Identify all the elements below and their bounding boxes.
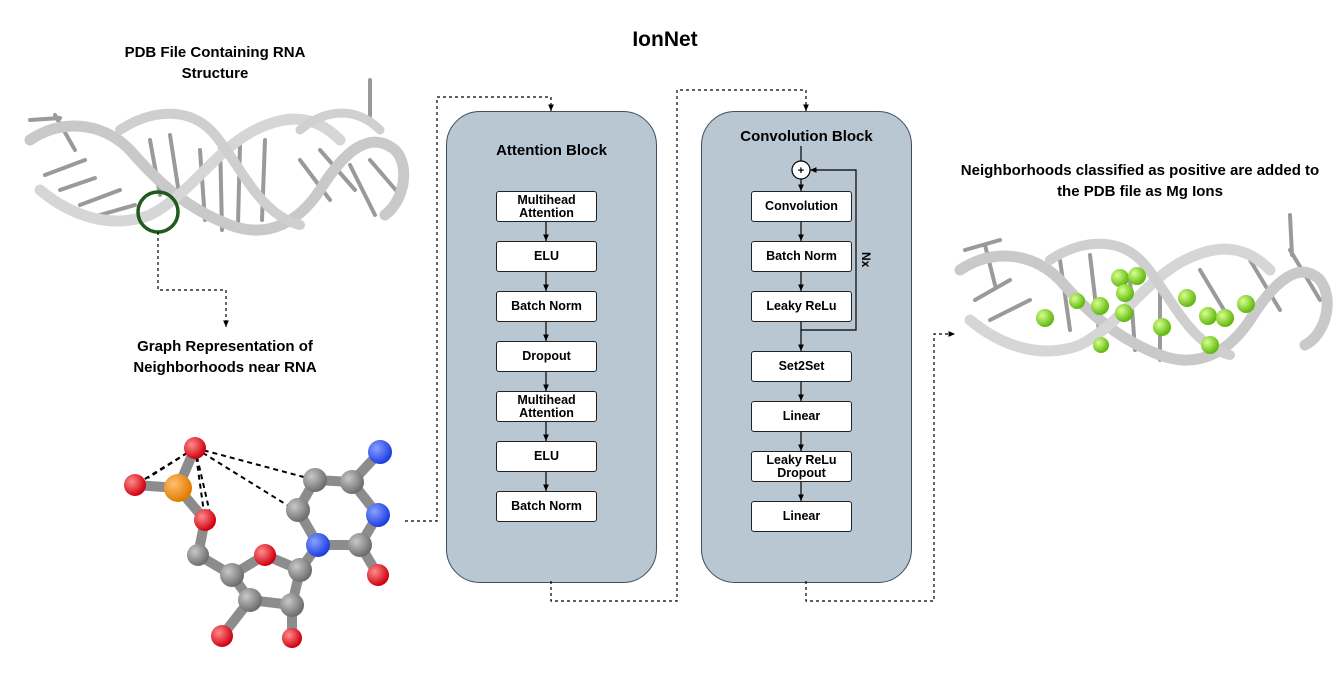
residual-loop <box>801 167 857 331</box>
conv-layer-leakyrelu: Leaky ReLu <box>751 291 852 322</box>
attention-block-title: Attention Block <box>496 142 607 159</box>
mg-ions <box>1036 267 1255 354</box>
attention-layer-multihead-1: Multihead Attention <box>496 191 597 222</box>
residual-add-symbol: + <box>798 165 804 177</box>
conv-layer-linear-1: Linear <box>751 401 852 432</box>
convolution-block-title: Convolution Block <box>740 128 873 145</box>
attention-layer-batchnorm-1: Batch Norm <box>496 291 597 322</box>
diagram-title: IonNet <box>632 28 698 51</box>
repeat-label: Nx <box>859 252 873 268</box>
conv-layer-convolution: Convolution <box>751 191 852 222</box>
residual-add-node <box>791 160 811 180</box>
conv-layer-set2set: Set2Set <box>751 351 852 382</box>
attention-layer-elu-2: ELU <box>496 441 597 472</box>
attention-layer-multihead-2: Multihead Attention <box>496 391 597 422</box>
molecule-graph <box>124 437 392 648</box>
flow-connectors <box>157 89 955 602</box>
rna-structure-output <box>954 213 1333 366</box>
attention-layer-elu-1: ELU <box>496 241 597 272</box>
conv-layer-batchnorm: Batch Norm <box>751 241 852 272</box>
conv-layer-leakyrelu-dropout: Leaky ReLu Dropout <box>751 451 852 482</box>
output-caption: Neighborhoods classified as positive are… <box>960 162 1320 200</box>
attention-layer-batchnorm-2: Batch Norm <box>496 491 597 522</box>
rna-structure-input <box>24 78 410 236</box>
convolution-arrows <box>798 146 857 501</box>
conv-layer-linear-2: Linear <box>751 501 852 532</box>
attention-layer-dropout: Dropout <box>496 341 597 372</box>
pdb-caption: PDB File Containing RNA Structure <box>124 44 306 82</box>
graph-caption: Graph Representation of Neighborhoods ne… <box>133 338 317 376</box>
